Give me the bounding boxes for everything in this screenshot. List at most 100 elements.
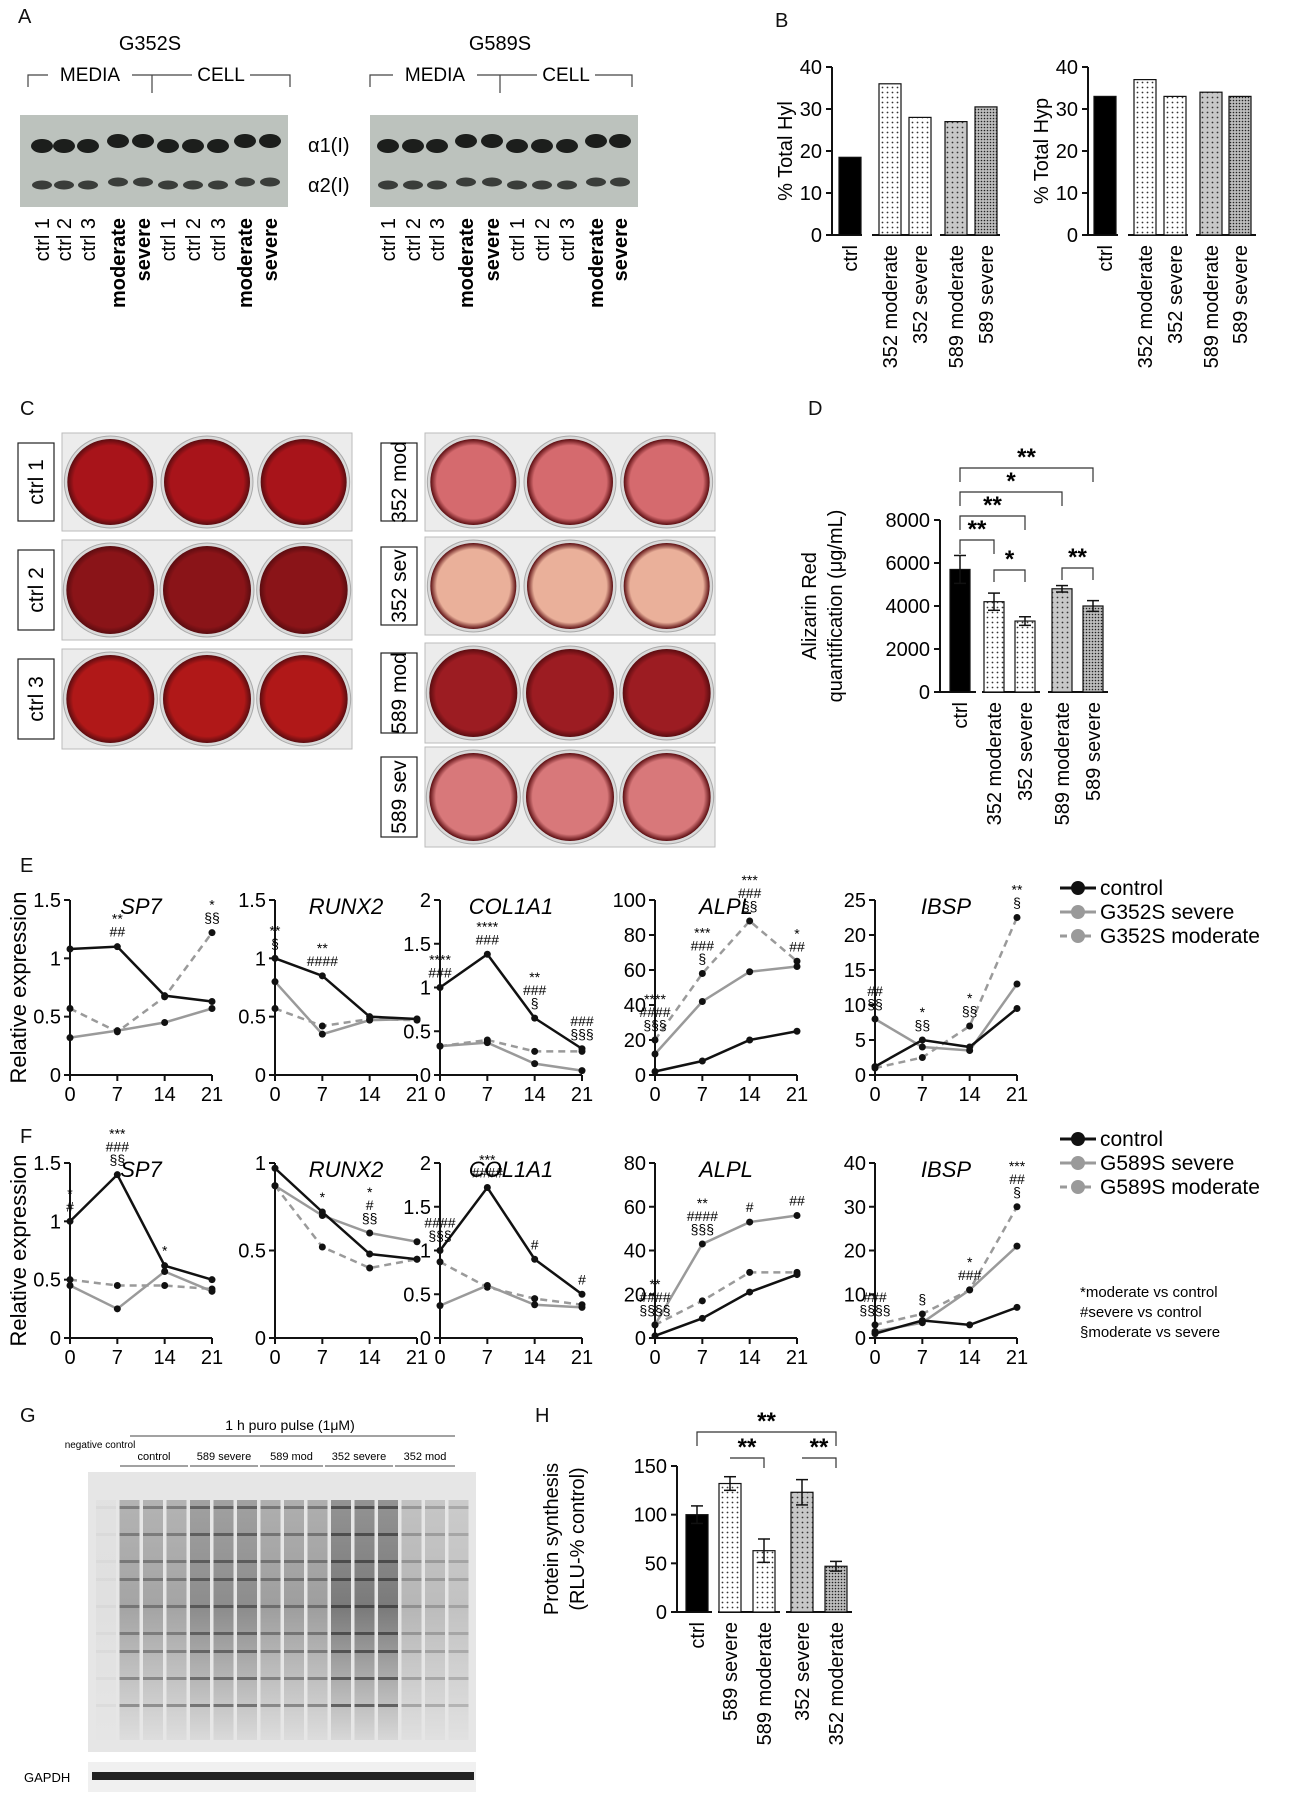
- significance-bracket: [959, 467, 1094, 482]
- y-tick-label: 20: [844, 925, 866, 947]
- protein-band: [119, 1578, 140, 1581]
- band-alpha1: [234, 134, 256, 148]
- band-alpha1: [132, 134, 154, 148]
- protein-band: [119, 1533, 140, 1536]
- protein-band: [260, 1578, 281, 1581]
- y-tick-label: 10: [800, 183, 822, 205]
- data-point-severe: [651, 1321, 659, 1329]
- protein-band: [378, 1605, 398, 1608]
- data-point-severe: [793, 963, 801, 970]
- panel-g-puromycin-blot: 1 h puro pulse (1μM)negative controlcont…: [24, 1417, 476, 1792]
- band-alpha2: [208, 180, 228, 190]
- legend-entry: G589S severe: [1100, 1152, 1234, 1175]
- y-tick-label: 0: [635, 1065, 646, 1087]
- y-tick-label: 0: [420, 1065, 431, 1087]
- x-tick-label: 0: [869, 1347, 880, 1369]
- protein-band: [260, 1560, 281, 1563]
- significance-annotation: *: [920, 1004, 926, 1020]
- protein-band: [331, 1677, 351, 1680]
- significance-annotation: §§: [362, 1210, 378, 1226]
- x-tick-label: 7: [697, 1347, 708, 1369]
- significance-annotation: ###: [738, 885, 762, 901]
- y-axis-label: Relative expression: [6, 892, 31, 1084]
- significance-annotation: §§§§: [859, 1302, 890, 1318]
- bar-352-severe: [1163, 95, 1187, 236]
- significance-annotation: ##: [1009, 1171, 1025, 1187]
- significance-annotation: ##: [867, 983, 883, 999]
- protein-band: [307, 1560, 328, 1563]
- x-tick-label: 14: [739, 1084, 761, 1106]
- data-point-moderate: [1013, 1203, 1021, 1211]
- protein-band: [260, 1533, 281, 1536]
- bar-589-severe: [974, 106, 998, 236]
- protein-band: [284, 1506, 304, 1509]
- data-point-moderate: [208, 929, 216, 937]
- series-line-severe: [274, 980, 418, 1036]
- subplot-title: ALPL: [697, 894, 753, 919]
- protein-band: [119, 1605, 140, 1608]
- x-tick-label: 7: [112, 1347, 123, 1369]
- row-label: ctrl 1: [25, 459, 48, 505]
- data-point-severe: [698, 1240, 706, 1248]
- data-point-control: [966, 1043, 974, 1051]
- pulse-header: 1 h puro pulse (1μM): [225, 1417, 354, 1433]
- protein-band: [331, 1578, 351, 1581]
- data-point-control: [113, 943, 121, 951]
- data-point-severe: [578, 1303, 586, 1311]
- blot-title: G352S: [119, 33, 181, 55]
- significance-annotation: *: [67, 1185, 73, 1201]
- x-tick-label: 21: [571, 1084, 593, 1106]
- data-point-control: [651, 1068, 659, 1075]
- y-tick-label: 0: [635, 1328, 646, 1350]
- series-line-moderate: [654, 1271, 797, 1326]
- x-tick-label: 7: [112, 1084, 123, 1106]
- protein-band: [96, 1578, 116, 1581]
- x-tick-label: 0: [869, 1084, 880, 1106]
- x-tick-label: 589 moderate: [946, 245, 968, 368]
- well: [430, 439, 517, 525]
- protein-band: [401, 1650, 422, 1653]
- series-line-control: [654, 1273, 798, 1337]
- protein-band: [401, 1560, 422, 1563]
- protein-band: [213, 1677, 234, 1680]
- data-point-moderate: [918, 1054, 926, 1061]
- protein-band: [307, 1605, 328, 1608]
- y-tick-label: 150: [634, 1456, 667, 1478]
- significance-annotation: ###: [863, 1289, 887, 1305]
- series-line-severe: [874, 1245, 1018, 1333]
- series-line-moderate: [439, 1260, 583, 1306]
- data-point-moderate: [436, 1258, 444, 1266]
- significance-annotation: #: [531, 1236, 539, 1252]
- significance-annotation: ###: [523, 982, 547, 998]
- lane-label: ctrl 3: [557, 218, 579, 261]
- y-tick-label: 1: [420, 1241, 431, 1263]
- panel-label-e: E: [20, 855, 34, 877]
- band-alpha1: [556, 139, 578, 153]
- data-point-moderate: [366, 1264, 374, 1272]
- x-tick-label: 14: [154, 1084, 176, 1106]
- band-alpha2: [532, 180, 552, 190]
- well: [66, 546, 155, 634]
- data-point-moderate: [793, 957, 801, 965]
- well-row-ctrl-2: ctrl 2: [17, 539, 353, 641]
- y-tick-label: 8000: [886, 510, 931, 532]
- y-tick-label: 40: [1056, 57, 1078, 79]
- band-alpha2: [427, 180, 447, 190]
- protein-band: [378, 1506, 398, 1509]
- y-tick-label: 0: [50, 1328, 61, 1350]
- data-point-moderate: [698, 970, 706, 977]
- protein-band: [401, 1632, 422, 1635]
- series-line-control: [874, 1306, 1018, 1335]
- data-point-moderate: [918, 1310, 926, 1318]
- legend-entry: G352S severe: [1100, 901, 1234, 924]
- band-alpha2: [378, 180, 398, 190]
- significance-annotation: ###: [691, 938, 715, 954]
- x-tick-label: 352 severe: [910, 245, 932, 344]
